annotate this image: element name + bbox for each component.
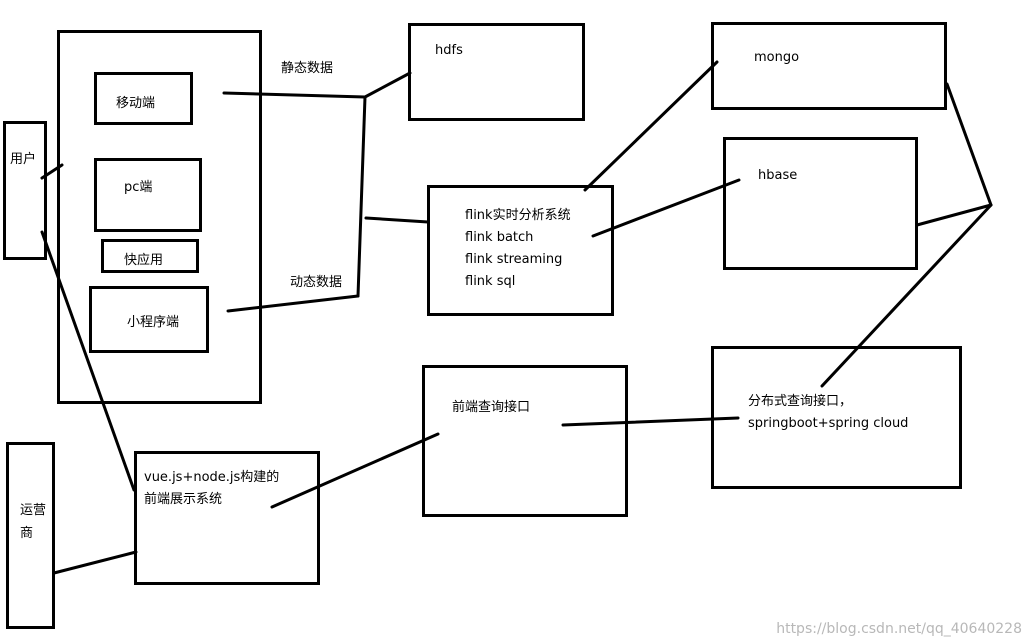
hbase-label: hbase [758,168,798,183]
line-flink-to-hbase [591,178,741,238]
mongo-label: mongo [754,50,800,65]
flink-line-3: flink streaming [465,252,563,267]
line-frontend-query-to-distributed [561,416,740,427]
line-operator-to-display [52,550,138,575]
distributed-query-box [711,346,962,489]
line-junction-to-hdfs [363,71,412,99]
operator-box [6,442,55,629]
distributed-query-line-1: 分布式查询接口， [748,394,853,409]
line-junction-vertical [356,95,367,298]
flink-line-4: flink sql [465,274,516,289]
frontend-query-box [422,365,628,517]
line-right-junction-to-distributed [820,203,993,388]
mongo-box [711,22,947,110]
line-hbase-to-right-junction [915,203,993,227]
hdfs-box [408,23,585,121]
line-display-to-frontend-query [270,432,440,509]
flink-line-1: flink实时分析系统 [465,208,571,223]
quickapp-label: 快应用 [124,253,164,268]
operator-label-line-2: 商 [20,526,34,541]
distributed-query-line-2: springboot+spring cloud [748,416,909,431]
line-to-flink [364,216,430,224]
miniprogram-box [89,286,209,353]
flink-box [427,185,614,316]
line-flink-to-mongo [583,60,719,192]
client-group-box [57,30,262,404]
pc-label: pc端 [124,180,153,195]
quickapp-box [101,239,199,273]
frontend-display-line-1: vue.js+node.js构建的 [144,470,280,485]
line-miniprogram-to-junction [226,294,360,313]
hdfs-label: hdfs [435,43,463,58]
user-label: 用户 [10,152,37,167]
frontend-display-line-2: 前端展示系统 [144,492,223,507]
hbase-box [723,137,918,270]
mobile-box [94,72,193,125]
user-box [3,121,47,260]
miniprogram-label: 小程序端 [127,315,180,330]
operator-label-line-1: 运营 [20,503,47,518]
watermark: https://blog.csdn.net/qq_40640228 [776,621,1022,637]
static-data-label: 静态数据 [281,61,334,76]
frontend-query-label: 前端查询接口 [452,400,531,415]
line-mongo-to-right-junction [945,82,993,207]
frontend-display-box [134,451,320,585]
mobile-label: 移动端 [116,96,156,111]
dynamic-data-label: 动态数据 [290,275,343,290]
line-mobile-to-junction [222,91,367,99]
flink-line-2: flink batch [465,230,534,245]
pc-box [94,158,202,232]
